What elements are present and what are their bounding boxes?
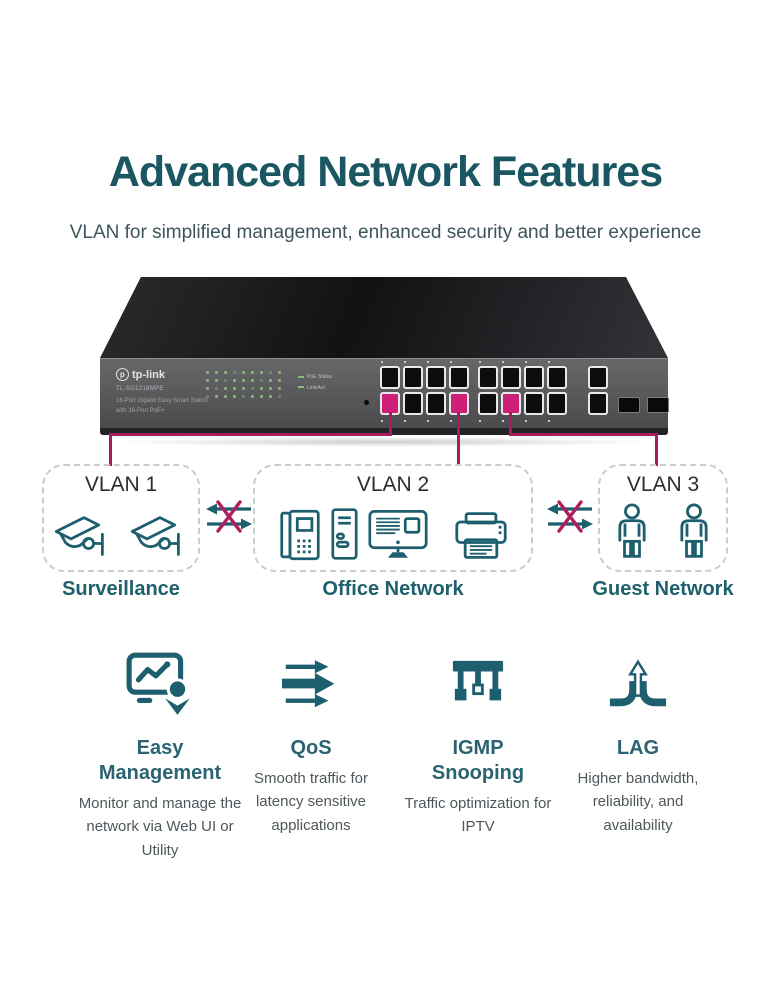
feature-title: QoS [290, 737, 332, 759]
page-subtitle: VLAN for simplified management, enhanced… [69, 222, 702, 243]
feature-title: LAG [616, 737, 660, 759]
feature-description: Traffic optimization for IPTV [404, 795, 552, 836]
feature-easy-management: Easy Management Monitor and manage the n… [60, 648, 260, 862]
port-group-2 [478, 366, 567, 415]
port-group-1 [380, 366, 469, 415]
rj45-port [478, 366, 498, 389]
vlan1-connector-line [389, 412, 392, 436]
vlan1-connector-line [109, 433, 392, 436]
feature-igmp-snooping: IGMP Snooping Traffic optimization for I… [398, 648, 558, 839]
brand-text: tp-link [132, 368, 165, 381]
rj45-port [478, 392, 498, 415]
feature-qos: QoS Smooth traffic for latency sensitive… [236, 648, 386, 837]
desktop-tower-icon [330, 508, 358, 560]
uplink-port-group [588, 366, 608, 415]
printer-icon [454, 512, 507, 559]
lag-icon [609, 659, 667, 707]
sfp-slot [618, 397, 640, 413]
vlan3-label: Guest Network [592, 578, 734, 600]
reset-button-hole [364, 400, 369, 405]
vlan3-box: VLAN 3 [598, 464, 728, 572]
switch-chassis-base [100, 428, 668, 435]
vlan2-title: VLAN 2 [356, 473, 430, 496]
rj45-port [547, 366, 567, 389]
vlan1-label: Surveillance [62, 578, 180, 600]
page-title: Advanced Network Features [108, 148, 663, 196]
rj45-port [426, 366, 446, 389]
feature-title: IGMP Snooping [431, 737, 525, 784]
feature-description: Smooth traffic for latency sensitive app… [254, 770, 368, 834]
person-icon [680, 503, 708, 558]
monitor-icon [367, 509, 428, 558]
sfp-slot [647, 397, 669, 413]
vlan2-label: Office Network [322, 578, 464, 600]
cctv-camera-icon [54, 516, 104, 556]
easy-management-icon [126, 652, 190, 715]
sfp-slots [618, 397, 669, 413]
vlan2-box: VLAN 2 [253, 464, 533, 572]
rj45-port [403, 392, 423, 415]
feature-description: Higher bandwidth, reliability, and avail… [577, 770, 699, 834]
blocked-traffic-icon [547, 500, 593, 533]
rj45-port [449, 366, 469, 389]
rj45-port [588, 392, 608, 415]
rj45-port [426, 392, 446, 415]
tp-link-logo-mark: p [116, 368, 129, 381]
switch-top-face [100, 277, 668, 358]
vlan3-connector-line [509, 433, 658, 436]
blocked-traffic-icon [206, 500, 252, 533]
cctv-camera-icon [130, 516, 180, 556]
switch-description-text: 16-Port Gigabit Easy Smart Switch with 1… [116, 398, 209, 414]
led-status-grid [206, 371, 282, 399]
switch-shadow [108, 437, 660, 447]
rj45-port [501, 366, 521, 389]
rj45-port [547, 392, 567, 415]
tp-link-logo: p tp-link [116, 368, 165, 381]
vlan1-title: VLAN 1 [84, 473, 158, 496]
vlan3-title: VLAN 3 [626, 473, 700, 496]
feature-lag: LAG Higher bandwidth, reliability, and a… [558, 648, 718, 837]
person-icon [618, 503, 646, 558]
feature-title: Easy Management [98, 737, 222, 784]
rj45-port [380, 366, 400, 389]
rj45-port [588, 366, 608, 389]
network-switch-image: p tp-link TL-SG1218MPE 16-Port Gigabit E… [100, 277, 669, 435]
led-legend: PoE Status Link/Act [298, 372, 332, 393]
switch-front-panel: p tp-link TL-SG1218MPE 16-Port Gigabit E… [100, 358, 669, 428]
vlan3-connector-line [509, 412, 512, 436]
vlan1-connector-line [109, 433, 112, 466]
rj45-port [524, 392, 544, 415]
vlan3-connector-line [655, 433, 658, 466]
qos-icon [281, 660, 335, 708]
vlan2-connector-line [457, 412, 460, 466]
switch-model-text: TL-SG1218MPE [116, 386, 164, 392]
vlan1-box: VLAN 1 [42, 464, 200, 572]
rj45-port [524, 366, 544, 389]
rj45-port [403, 366, 423, 389]
igmp-snooping-icon [452, 660, 504, 701]
feature-description: Monitor and manage the network via Web U… [78, 795, 242, 859]
ip-phone-icon [279, 509, 320, 561]
